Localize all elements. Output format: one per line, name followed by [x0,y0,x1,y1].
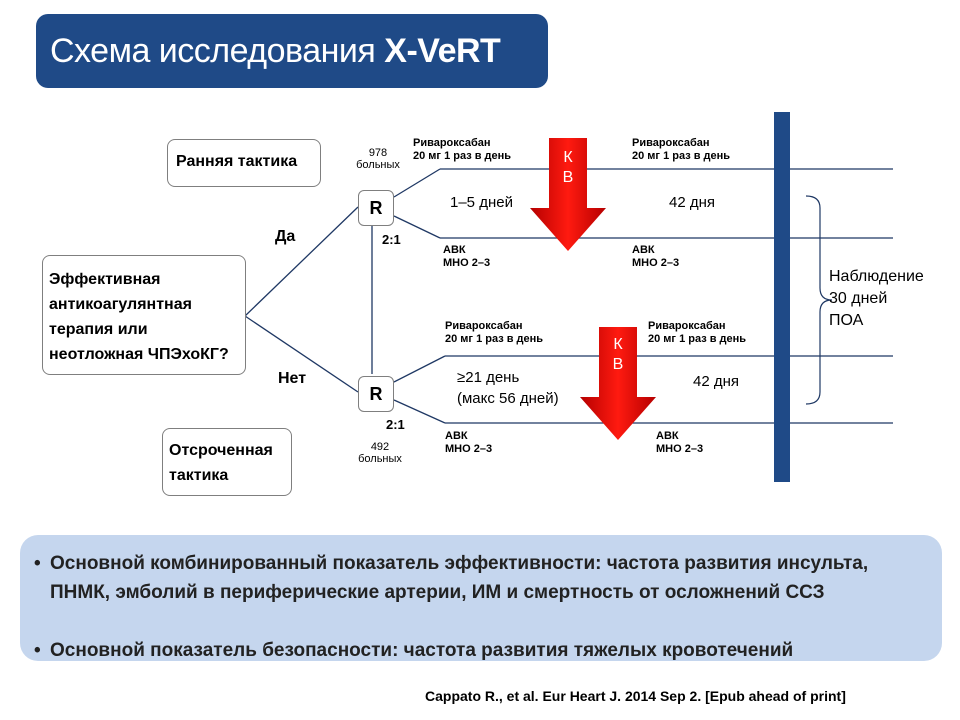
bottom-post-duration: 42 дня [693,373,740,390]
bottom-riva-arm [393,355,446,383]
branch-line-yes [244,206,359,317]
randomization-box-top: R [358,190,394,226]
branch-no-label: Нет [278,370,307,387]
title-text: Схема исследования [50,32,385,70]
citation: Cappato R., et al. Eur Heart J. 2014 Sep… [425,688,846,704]
top-vka-arm [393,215,441,239]
top-kv-arrow [530,138,606,251]
followup-brace [805,195,833,405]
randomization-box-bottom: R [358,376,394,412]
bottom-pre-duration: ≥21 день(макс 56 дней) [457,369,559,407]
top-post-duration: 42 дня [669,194,716,211]
ratio-top: 2:1 [382,232,401,247]
bottom-vka-arm [393,399,446,424]
top-riva-arm [393,168,441,198]
efficacy-endpoint-item: •Основной комбинированный показатель эфф… [34,553,869,603]
page-title: Схема исследования X-VeRT [36,14,548,88]
ratio-bottom: 2:1 [386,417,405,432]
safety-endpoint-item: •Основной показатель безопасности: часто… [34,640,794,661]
endpoints-box: •Основной комбинированный показатель эфф… [20,535,942,661]
bottom-kv-arrow [580,327,656,440]
title-bold: X-VeRT [384,32,501,70]
early-strategy-box: Ранняя тактика [167,139,321,187]
branch-yes-label: Да [275,228,296,245]
endpoint-bar [774,112,790,482]
top-pre-duration: 1–5 дней [450,194,513,211]
branch-line-no [244,315,359,393]
